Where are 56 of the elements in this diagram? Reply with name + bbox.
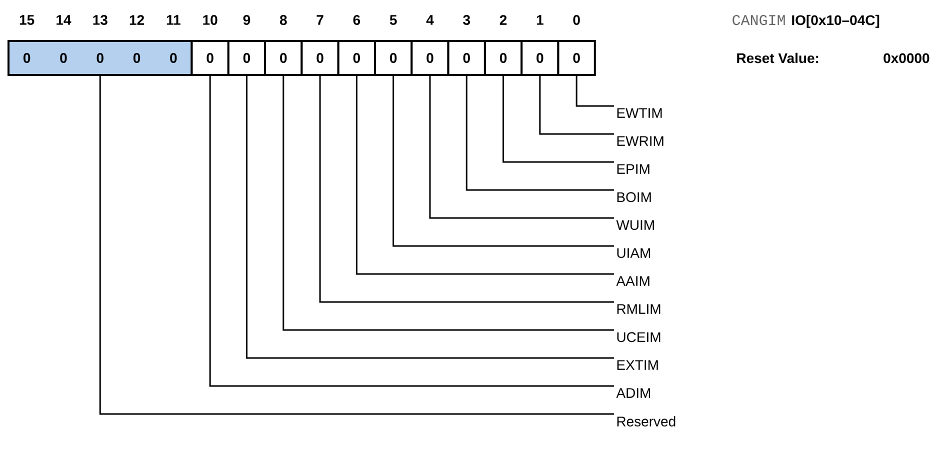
bit-number: 10 [203,15,218,25]
field-name: EXTIM [617,360,658,370]
bit-number: 9 [243,15,250,25]
field-name: RMLIM [617,304,660,314]
leader-line [539,76,614,135]
bit-number: 4 [426,15,434,25]
field-name: Reserved [617,416,676,426]
field-name: UIAM [617,248,650,258]
field-name: EWRIM [617,136,664,146]
bit-number: 1 [536,15,544,25]
leader-line [576,76,614,107]
leader-line [466,76,614,191]
bit-cell: 0 [190,40,230,76]
bit-number: 5 [390,15,397,25]
field-name: AAIM [616,276,650,286]
bit-cell: 0 [300,40,340,76]
leader-line [209,76,614,387]
field-name: EPIM [617,164,650,174]
leader-line [356,76,614,275]
leader-line [282,76,614,331]
bit-cell: 0 [227,40,266,76]
bit-number: 15 [20,15,34,25]
bit-cell: 0 [410,40,450,76]
bit-number: 7 [316,15,324,25]
bit-number: 3 [463,15,470,25]
bit-number: 0 [573,15,580,25]
leader-line [429,76,614,219]
bit-cell: 0 [484,40,523,76]
bit-number: 14 [56,15,72,25]
reset-value: 0x0000 [884,53,930,64]
bit-number: 11 [166,15,180,25]
field-name: WUIM [616,220,654,230]
bit-number: 6 [353,15,360,25]
bit-cell: 0 [520,40,560,76]
field-name: EWTIM [617,108,662,118]
field-name: BOIM [617,192,651,202]
bit-number: 2 [500,15,507,25]
bit-number: 12 [130,15,144,25]
bit-number: 13 [93,15,108,25]
leader-line [392,76,614,247]
bit-cell: 0 [337,40,376,76]
bit-cell: 0 [374,40,413,76]
leader-line [246,76,614,359]
bit-cell: 0 [447,40,486,76]
reserved-field: 0 0 0 0 0 [8,40,193,76]
bit-cell: 0 [264,40,303,76]
field-name: ADIM [616,388,650,398]
register-name: CANGIM [732,14,785,26]
bit-number: 8 [280,15,287,25]
field-name: UCEIM [617,332,660,342]
leader-line [502,76,614,163]
bit-cell: 0 [557,40,596,76]
register-address: IO[0x10–04C] [792,14,880,28]
leader-line [319,76,614,303]
leader-line [99,76,614,415]
reset-value-label: Reset Value: [737,52,818,64]
